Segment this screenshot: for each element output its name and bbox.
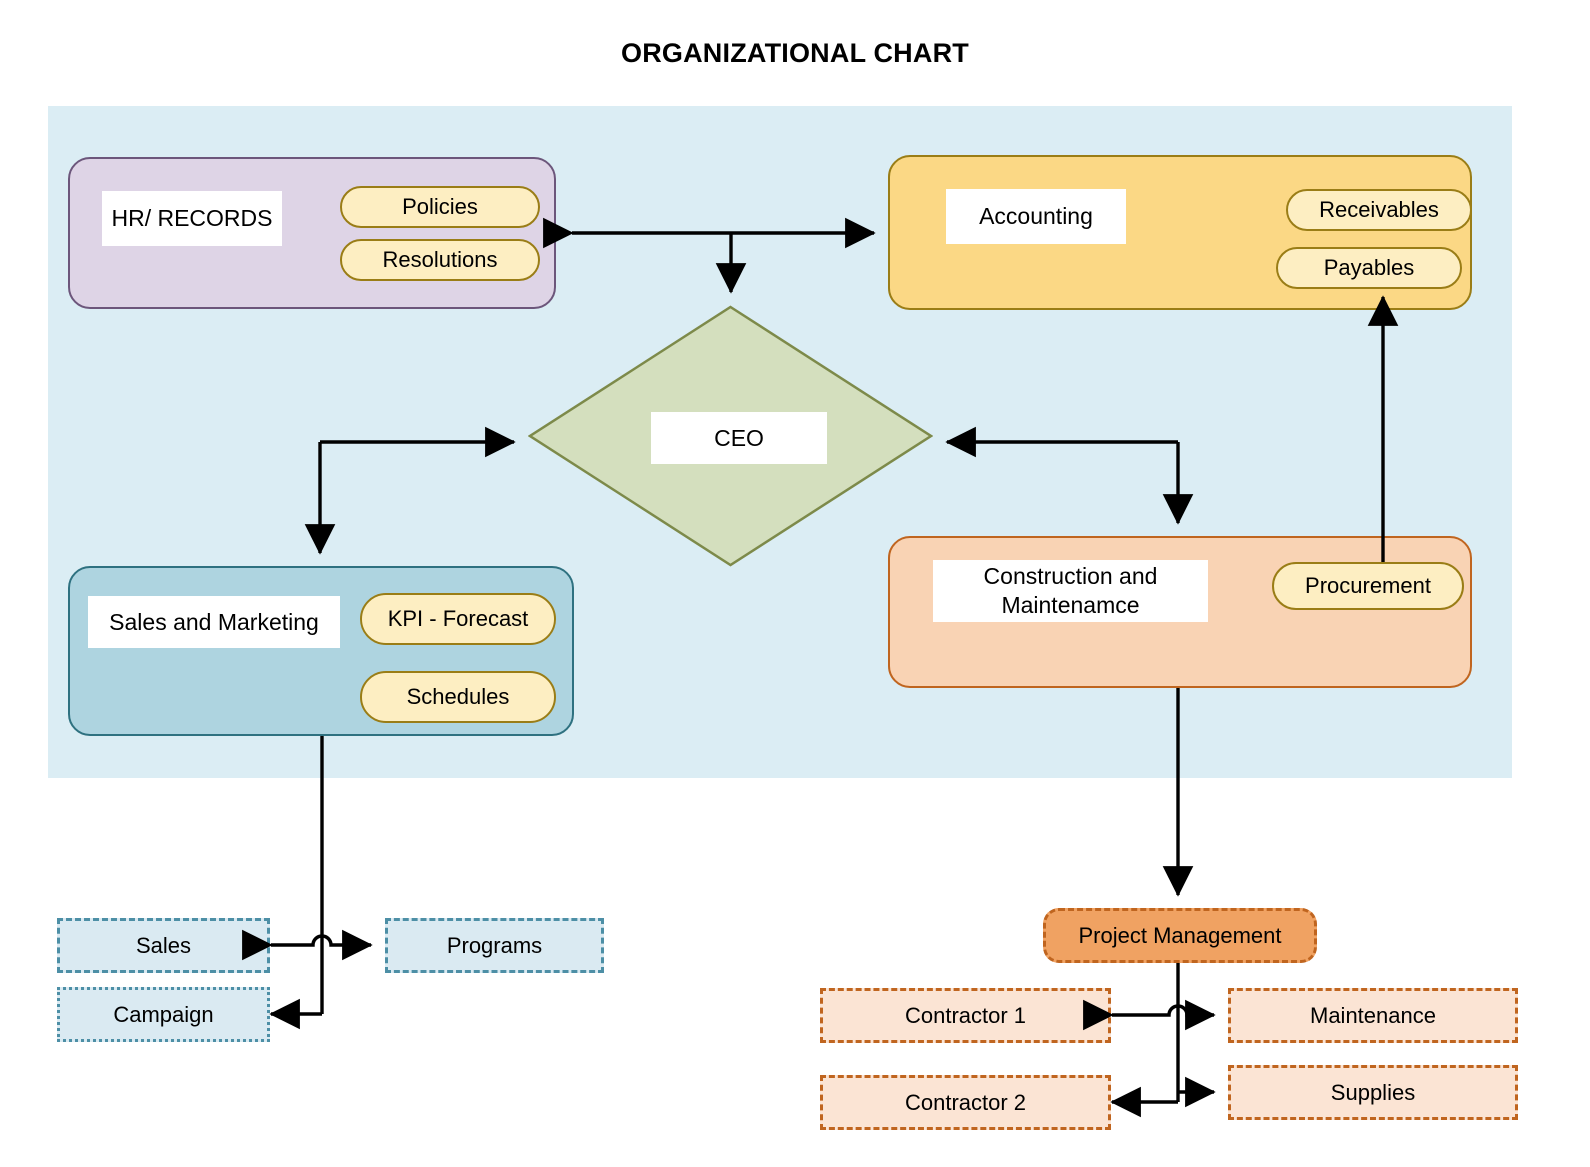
hr-records-label: HR/ RECORDS bbox=[102, 191, 282, 246]
construction-item-procurement[interactable]: Procurement bbox=[1272, 562, 1464, 610]
construction-label-line1: Construction and bbox=[983, 563, 1158, 590]
accounting-item-payables[interactable]: Payables bbox=[1276, 247, 1462, 289]
leaf-campaign[interactable]: Campaign bbox=[57, 987, 270, 1042]
hr-item-policies[interactable]: Policies bbox=[340, 186, 540, 228]
hr-item-resolutions[interactable]: Resolutions bbox=[340, 239, 540, 281]
construction-label: Construction and Maintenamce bbox=[933, 560, 1208, 622]
leaf-sales[interactable]: Sales bbox=[57, 918, 270, 973]
leaf-maintenance[interactable]: Maintenance bbox=[1228, 988, 1518, 1043]
leaf-contractor-2[interactable]: Contractor 2 bbox=[820, 1075, 1111, 1130]
department-accounting[interactable]: Accounting Receivables Payables bbox=[888, 155, 1472, 310]
edge-contractor1-maintenance bbox=[1083, 999, 1216, 1031]
construction-label-line2: Maintenamce bbox=[1001, 592, 1140, 618]
department-sales-and-marketing[interactable]: Sales and Marketing KPI - Forecast Sched… bbox=[68, 566, 574, 736]
page-title: ORGANIZATIONAL CHART bbox=[621, 38, 969, 68]
leaf-programs[interactable]: Programs bbox=[385, 918, 604, 973]
edge-sales-jump bbox=[242, 929, 373, 961]
sales-and-marketing-label: Sales and Marketing bbox=[88, 596, 340, 648]
node-project-management[interactable]: Project Management bbox=[1043, 908, 1317, 963]
sales-item-schedules[interactable]: Schedules bbox=[360, 671, 556, 723]
leaf-supplies[interactable]: Supplies bbox=[1228, 1065, 1518, 1120]
department-construction-and-maintenance[interactable]: Construction and Maintenamce Procurement bbox=[888, 536, 1472, 688]
ceo-label: CEO bbox=[651, 412, 827, 464]
leaf-contractor-1[interactable]: Contractor 1 bbox=[820, 988, 1111, 1043]
sales-item-kpi-forecast[interactable]: KPI - Forecast bbox=[360, 593, 556, 645]
accounting-label: Accounting bbox=[946, 189, 1126, 244]
accounting-item-receivables[interactable]: Receivables bbox=[1286, 189, 1472, 231]
department-hr-records[interactable]: HR/ RECORDS Policies Resolutions bbox=[68, 157, 556, 309]
